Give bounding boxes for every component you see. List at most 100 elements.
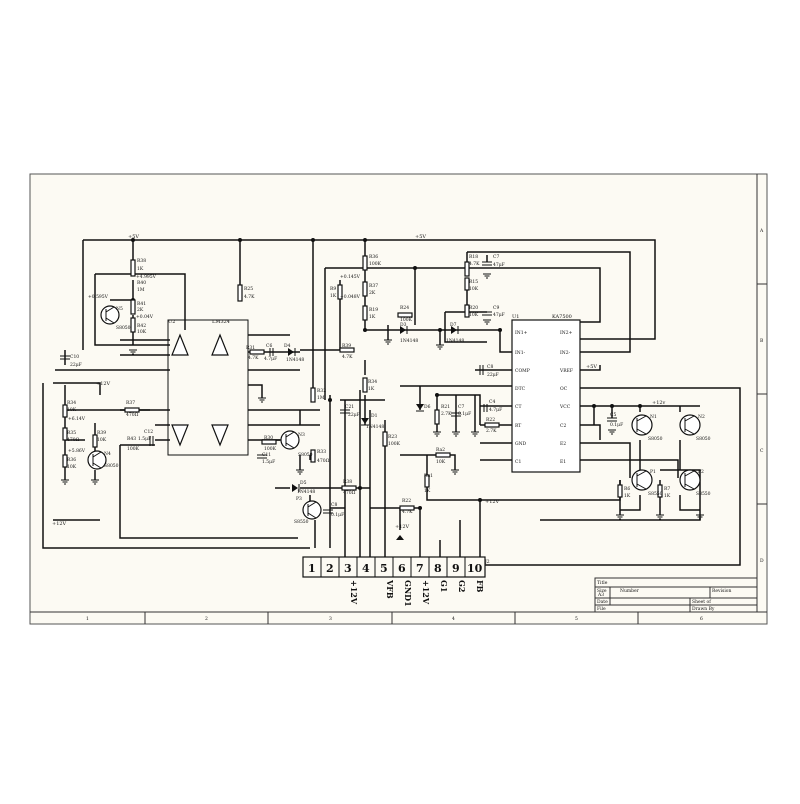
label-r31v: 4.7K: [248, 355, 259, 361]
size-value: A3: [597, 592, 604, 598]
transistor-n5: [100, 305, 120, 325]
title-block: Title Size A3 Number Revision Date File …: [594, 577, 758, 613]
label-r19: R19: [369, 307, 378, 313]
label-r32v: 1M: [317, 395, 325, 401]
resistor-r21: [434, 409, 440, 425]
label-c11: C11: [262, 452, 271, 458]
col-number-1: 1: [86, 616, 89, 622]
label-r20v: 10K: [469, 312, 479, 318]
label-r19v: 1K: [369, 314, 376, 320]
label-p3: P3: [296, 496, 302, 502]
label-c10v: 22μF: [70, 362, 82, 368]
label-p1: P1: [650, 469, 656, 475]
rail-labels: +5V +5V +5V +12V +12V +12V +12v +12V: [52, 234, 666, 530]
diode-d7: [451, 326, 459, 334]
label-d7: D7: [450, 322, 457, 328]
resistors: [62, 255, 663, 511]
label-r31: R31: [246, 345, 255, 351]
connector-j2: 1 2 3 4 5 6 7 8 9 10 +12V VFB GND1 +12V …: [302, 556, 486, 607]
label-r9: R9: [330, 286, 336, 292]
label-r22bv: 2.7K: [486, 428, 497, 434]
label-r39bv: 10K: [97, 437, 107, 443]
label-ra2v: 10K: [436, 459, 446, 465]
diode-d3: [400, 326, 408, 334]
resistor-r9: [337, 284, 343, 300]
drawn-label: Drawn By: [692, 606, 715, 612]
j2-pin-10: 10: [467, 562, 483, 575]
label-n1: N1: [650, 414, 657, 420]
label-d3: D3: [400, 322, 407, 328]
j2-pin-1: 1: [308, 562, 316, 575]
label-ra1v: 1K: [424, 488, 431, 494]
u1-pin-vref: VREF: [559, 368, 573, 374]
label-r38v: 1K: [137, 266, 144, 272]
label-r42v: 10K: [137, 329, 147, 335]
label-ra2: Ra2: [436, 447, 445, 453]
label-r34b: R34: [368, 379, 377, 385]
label-c9v: 47μF: [493, 312, 505, 318]
label-r41: R41: [137, 301, 146, 307]
sheet-paper: [29, 173, 768, 625]
file-label: File: [597, 606, 606, 612]
label-c8b: C8: [487, 364, 493, 370]
u1-pin-comp: COMP: [515, 368, 530, 374]
label-c7bv: 0.1μF: [458, 411, 471, 417]
u1-name: KA7500: [552, 314, 572, 320]
label-c7b: C7: [458, 404, 464, 410]
row-letter-c: C: [760, 448, 764, 454]
u1-pin-gnd: GND: [515, 441, 527, 447]
label-r33v: 470Ω: [317, 458, 330, 464]
label-d7v: 1N4148: [446, 338, 464, 344]
label-c5: C5: [610, 412, 616, 418]
transistor-n1: [631, 414, 653, 436]
row-letter-b: B: [760, 338, 764, 344]
row-letter-d: D: [760, 558, 764, 564]
label-r37b: R37: [126, 400, 135, 406]
label-n4: N4: [104, 451, 111, 457]
label-c4v: 4.7μF: [489, 407, 502, 413]
u1-pin-oc: OC: [560, 386, 568, 392]
date-label: Date: [597, 599, 608, 605]
label-n5: N5: [116, 306, 123, 312]
diode-d6: [416, 404, 424, 412]
label-r22: R22: [402, 498, 411, 504]
label-r21v: 2.7K: [441, 411, 452, 417]
resistor-r15: [464, 277, 470, 291]
sheet-label: Sheet of: [692, 599, 711, 605]
u1-pin-c1: C1: [515, 459, 521, 465]
u1-pin-e2: E2: [560, 441, 566, 447]
title-label: Title: [597, 580, 608, 586]
label-r43: R43: [127, 436, 136, 442]
label-r6: R6: [624, 486, 630, 492]
resistor-r37b: [124, 407, 140, 413]
j2-label-5: VFB: [385, 579, 395, 599]
label-r22v: 4.7K: [402, 509, 413, 515]
label-n5v: S8050: [116, 325, 131, 331]
label-c8v: 0.1μF: [331, 512, 344, 518]
label-r43v: 100K: [127, 446, 140, 452]
label-r24: R24: [400, 305, 409, 311]
label-c21: C21: [345, 404, 354, 410]
transistors: [87, 305, 701, 520]
label-r35v: 470Ω: [67, 437, 80, 443]
label-r25: R25: [244, 286, 253, 292]
resistor-r32: [310, 387, 316, 403]
voltage-labels: +0.595V +4.995V +0.04V +0.145V +0.048V +…: [68, 274, 361, 454]
resistor-r31: [249, 349, 265, 355]
capacitor-c7b: [451, 412, 461, 417]
label-d1v: 1N4148: [366, 424, 384, 430]
label-r36b: R36: [67, 457, 76, 463]
label-r18v: 4.7K: [469, 261, 480, 267]
u1-pin-in1p: IN1+: [515, 330, 528, 336]
j2-label-9: G2: [457, 580, 467, 592]
opamp-a: [171, 333, 189, 356]
resistor-r34: [62, 404, 68, 418]
voltage-0048: +0.048V: [340, 294, 361, 300]
label-c12: C12: [144, 429, 153, 435]
label-c12v: 1.5μF: [138, 436, 151, 442]
label-r37v: 2K: [369, 290, 376, 296]
resistor-r39: [339, 347, 355, 353]
resistor-r38b: [341, 485, 357, 491]
resistor-r30: [261, 439, 277, 445]
